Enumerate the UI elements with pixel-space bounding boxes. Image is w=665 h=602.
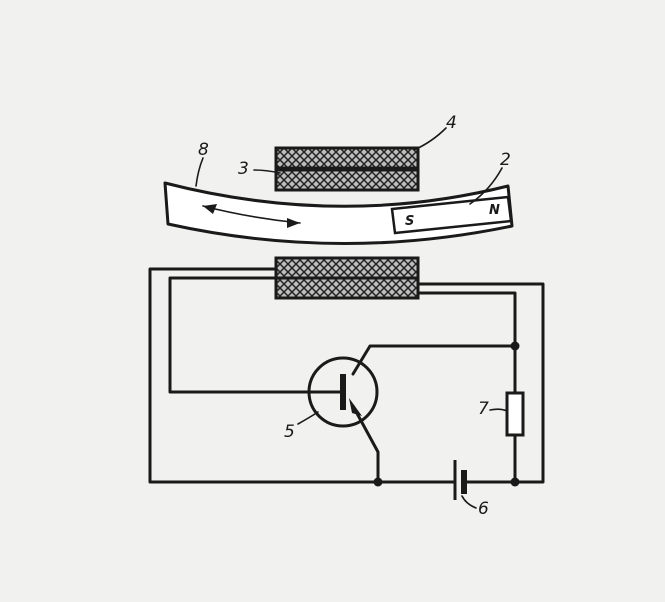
magnet-north-label: N (489, 203, 500, 218)
battery (453, 460, 467, 500)
label-coil: 3 (238, 159, 249, 179)
label-housing: 4 (446, 113, 457, 133)
motion-arrow (202, 204, 301, 228)
coil-lower (274, 256, 420, 300)
coil-upper (274, 146, 420, 192)
magnet: S N (390, 195, 513, 235)
circuit-wires (148, 267, 545, 484)
label-bar: 8 (198, 140, 209, 160)
label-magnet: 2 (500, 150, 511, 170)
label-transistor: 5 (284, 422, 295, 442)
leader-lines (195, 127, 508, 509)
transistor (307, 356, 379, 428)
junctions (373, 341, 520, 487)
label-resistor: 7 (478, 399, 489, 419)
magnet-south-label: S (405, 214, 414, 229)
label-battery: 6 (478, 499, 489, 519)
resistor (505, 391, 525, 437)
